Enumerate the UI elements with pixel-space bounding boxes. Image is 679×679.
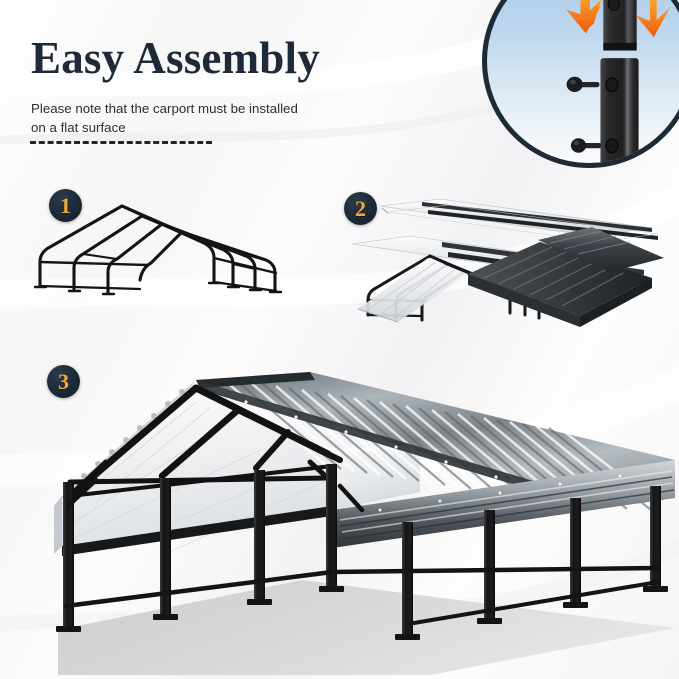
corner-brace [65,477,365,513]
page-subtitle: Please note that the carport must be ins… [31,99,331,138]
lower-post [600,58,639,163]
subtitle-line-1: Please note that the carport must be ins… [31,101,298,116]
step-1-illustration [18,190,336,300]
upper-post [603,0,637,51]
step-badge-2: 2 [344,192,377,225]
bolt-lower [570,138,602,153]
post-base-plates [56,586,668,640]
installed-panels-right [468,242,652,327]
post-connection-inset [482,0,679,168]
subtitle-line-2: on a flat surface [31,120,126,136]
lower-brace-rails [63,565,661,626]
dashed-divider [30,141,212,144]
arrow-down-left [566,0,602,34]
arrow-down-right [635,0,671,38]
step-2-illustration [352,182,674,327]
floating-roof-panels [379,198,659,243]
roof-fascia-right [332,460,675,548]
step-badge-3: 3 [47,365,80,398]
ground-shadow [58,580,675,675]
step-3-illustration [10,310,675,675]
step-badge-1: 1 [49,189,82,222]
carport-posts-back [402,486,661,638]
panel-stack-right [538,227,664,272]
roof-ridge-cap [196,372,571,502]
installed-panels-left [357,258,468,323]
bolt-upper [566,76,600,92]
carport-posts-front [63,464,337,630]
page-title: Easy Assembly [31,33,320,83]
